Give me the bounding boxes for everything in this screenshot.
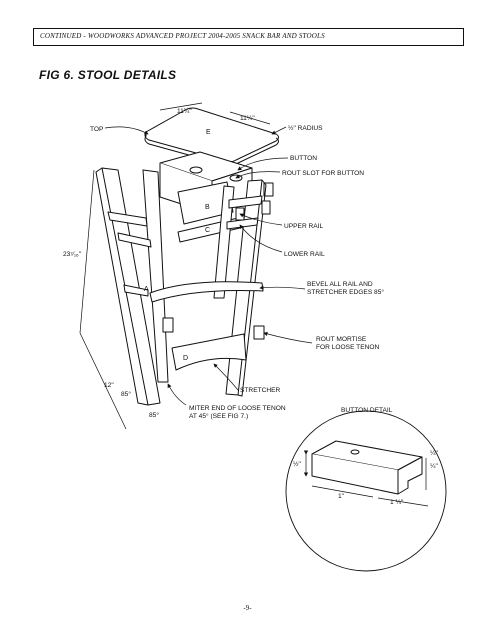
label-bevel-2: STRETCHER EDGES 85° xyxy=(307,288,384,296)
label-bevel-1: BEVEL ALL RAIL AND xyxy=(307,281,373,288)
stretcher-d xyxy=(171,333,247,371)
dim-base: 12" xyxy=(104,382,114,389)
mortise-block-left xyxy=(162,317,174,333)
label-radius: ½" RADIUS xyxy=(288,124,323,132)
dim-top-width-2: 11¼" xyxy=(240,115,255,122)
button-detail-circle xyxy=(285,410,447,572)
label-miter-2: AT 45° (SEE FIG 7.) xyxy=(189,412,248,420)
button-detail-title: BUTTON DETAIL xyxy=(341,407,393,414)
part-letter-b: B xyxy=(205,204,210,211)
part-letter-c: C xyxy=(205,227,210,234)
label-lower-rail: LOWER RAIL xyxy=(284,251,325,258)
dim-angle-2: 85° xyxy=(149,411,159,419)
mortise-block-right-upper xyxy=(261,200,271,215)
button-dim-height: ½" xyxy=(293,460,301,468)
dim-height: 23⁷⁄₁₆" xyxy=(63,251,82,258)
button-dim-width-1: 1" xyxy=(338,493,345,500)
button-dim-width-2: 1 ¼" xyxy=(390,499,404,506)
part-letter-e: E xyxy=(206,129,211,136)
label-miter-1: MITER END OF LOOSE TENON xyxy=(189,405,286,412)
dim-top-width-1: 11¼" xyxy=(177,108,192,115)
part-letter-a: A xyxy=(144,286,149,293)
figure-title: FIG 6. STOOL DETAILS xyxy=(39,68,177,82)
label-rout-mortise-1: ROUT MORTISE xyxy=(316,336,367,343)
label-top: TOP xyxy=(90,126,104,133)
stretcher-rear xyxy=(123,284,149,297)
label-button: BUTTON xyxy=(290,155,317,162)
label-rout-mortise-2: FOR LOOSE TENON xyxy=(316,344,380,351)
side-rail-left-upper xyxy=(107,211,148,227)
button-dim-step-2: ¼" xyxy=(430,463,438,470)
side-rail-right-lower xyxy=(226,217,259,230)
button-detail-block xyxy=(311,440,423,495)
mortise-block-right xyxy=(253,325,265,340)
button-dim-step-1: ¼" xyxy=(430,450,438,457)
leg-right-back xyxy=(213,185,235,299)
header-box: CONTINUED - WOODWORKS ADVANCED PROJECT 2… xyxy=(33,28,464,46)
side-rail-left-lower xyxy=(117,232,152,248)
leg-left-back xyxy=(142,169,169,383)
curved-rail-a xyxy=(149,281,264,303)
page-number: -9- xyxy=(243,604,252,612)
dim-angle-1: 85° xyxy=(121,390,131,398)
label-rout-slot: ROUT SLOT FOR BUTTON xyxy=(282,170,364,177)
header-text: CONTINUED - WOODWORKS ADVANCED PROJECT 2… xyxy=(40,32,325,40)
button-block-right xyxy=(263,182,274,197)
part-letter-d: D xyxy=(183,355,188,362)
upper-rail-b xyxy=(177,181,234,225)
label-stretcher: STRETCHER xyxy=(240,387,281,394)
side-rail-right-upper xyxy=(228,195,263,209)
label-upper-rail: UPPER RAIL xyxy=(284,223,324,230)
